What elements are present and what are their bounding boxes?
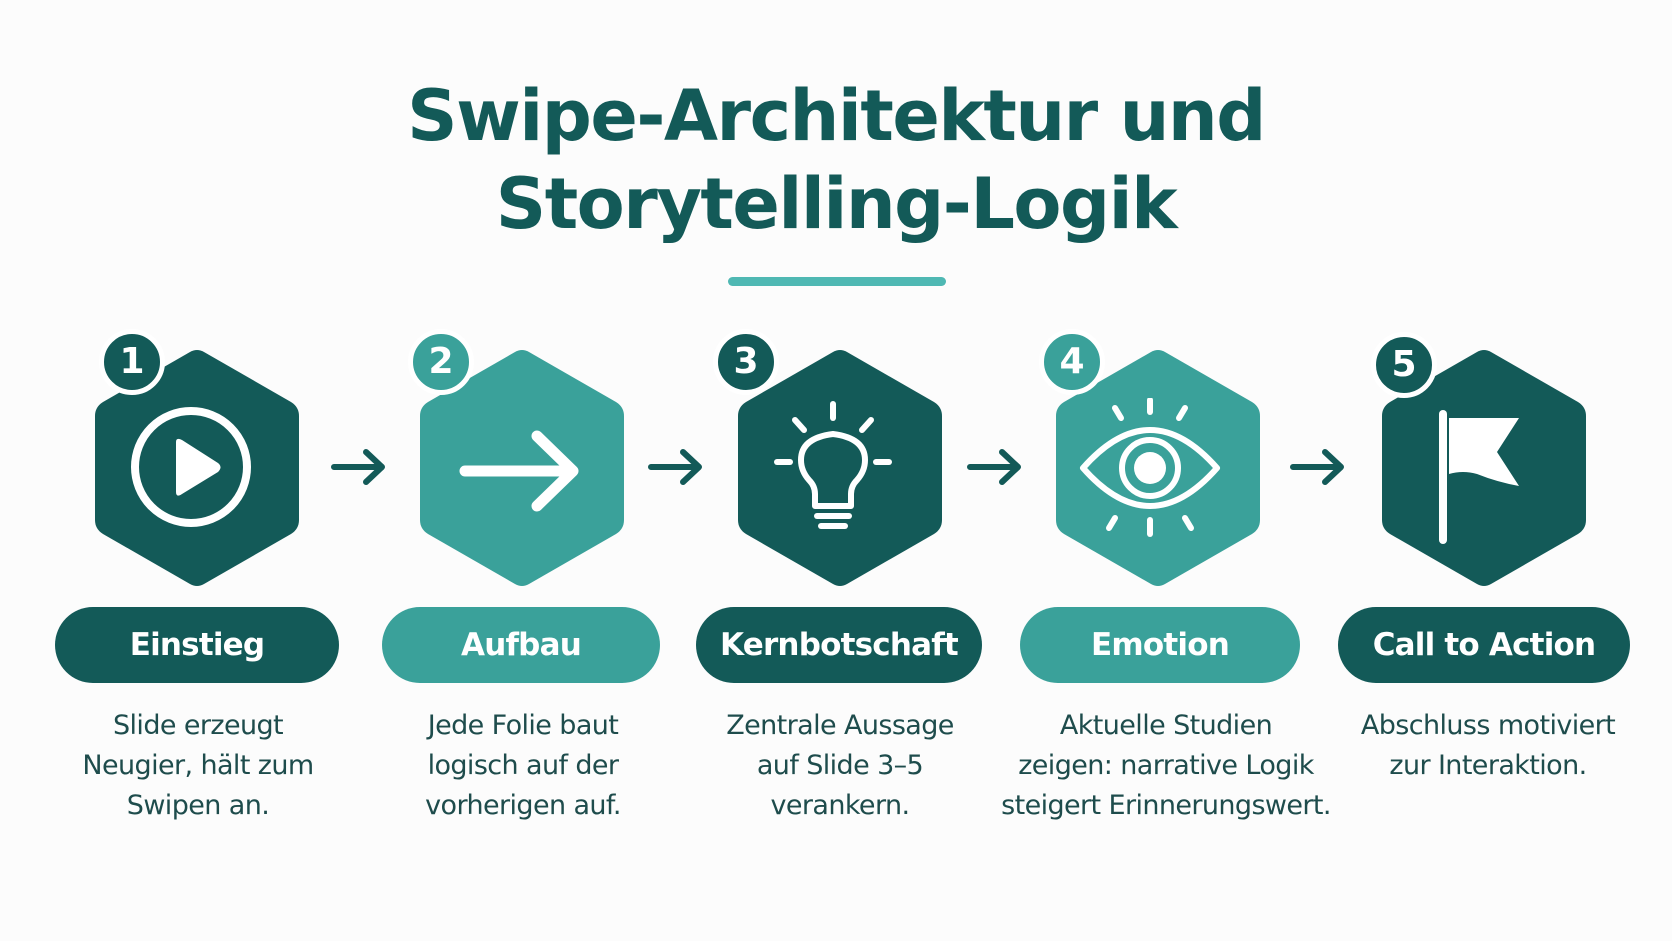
step-4-hexagon [1045, 346, 1271, 590]
step-4-description: Aktuelle Studien zeigen: narrative Logik… [991, 706, 1341, 826]
step-3-number-badge: 3 [713, 329, 779, 395]
step-2-description: Jede Folie baut logisch auf der vorherig… [353, 706, 693, 826]
step-2-hexagon [409, 346, 635, 590]
step-4-label: Emotion [1020, 607, 1300, 683]
description-line: Abschluss motiviert [1360, 710, 1616, 741]
description-line: zur Interaktion. [1389, 750, 1587, 781]
description-line: verankern. [770, 790, 911, 821]
lightbulb-icon [774, 401, 892, 529]
play-icon [131, 407, 251, 527]
description-line: Aktuelle Studien [1059, 710, 1273, 741]
connector-arrow-icon [967, 449, 1021, 485]
arrow-right-icon [459, 430, 579, 512]
connector-arrow-icon [331, 449, 385, 485]
step-5-hexagon [1371, 346, 1597, 590]
description-line: zeigen: narrative Logik [1018, 750, 1314, 781]
step-1-hexagon [84, 346, 310, 590]
step-3-label: Kernbotschaft [696, 607, 982, 683]
description-line: Jede Folie baut [427, 710, 619, 741]
step-3-hexagon [727, 346, 953, 590]
step-5-description: Abschluss motiviert zur Interaktion. [1320, 706, 1656, 786]
title-line-1: Swipe-Architektur und [407, 75, 1266, 157]
description-line: steigert Erinnerungswert. [1001, 790, 1331, 821]
title-underline [728, 277, 946, 286]
eye-icon [1080, 398, 1220, 537]
description-line: Neugier, hält zum [82, 750, 314, 781]
step-1-description: Slide erzeugt Neugier, hält zum Swipen a… [28, 706, 368, 826]
step-2-number-badge: 2 [408, 329, 474, 395]
connector-arrow-icon [1290, 449, 1344, 485]
description-line: vorherigen auf. [425, 790, 621, 821]
description-line: logisch auf der [427, 750, 619, 781]
description-line: Slide erzeugt [112, 710, 284, 741]
step-4-number-badge: 4 [1039, 329, 1105, 395]
step-1-label: Einstieg [55, 607, 339, 683]
flag-icon [1439, 410, 1519, 544]
step-1-number-badge: 1 [99, 329, 165, 395]
description-line: auf Slide 3–5 [756, 750, 924, 781]
step-2-label: Aufbau [382, 607, 660, 683]
description-line: Swipen an. [126, 790, 270, 821]
connector-arrow-icon [648, 449, 702, 485]
step-5-number-badge: 5 [1371, 332, 1437, 398]
description-line: Zentrale Aussage [726, 710, 954, 741]
page-title: Swipe-Architektur und Storytelling-Logik [0, 72, 1672, 248]
title-line-2: Storytelling-Logik [495, 163, 1178, 245]
step-3-description: Zentrale Aussage auf Slide 3–5 verankern… [670, 706, 1010, 826]
step-5-label: Call to Action [1338, 607, 1630, 683]
